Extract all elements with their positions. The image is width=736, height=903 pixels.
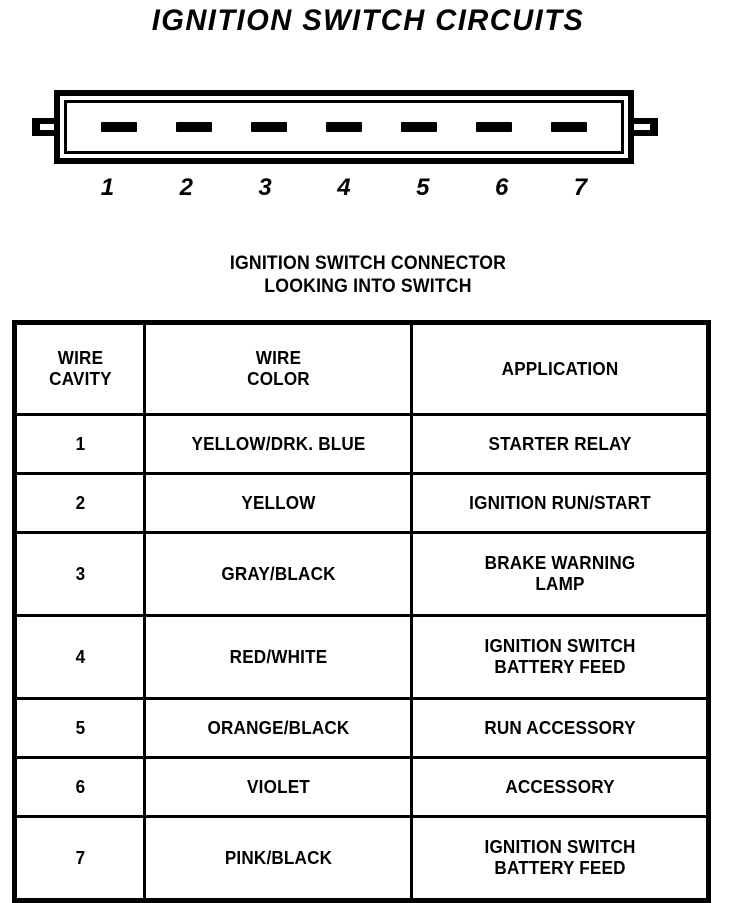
cell-application-line-1: IGNITION SWITCH [484,837,636,857]
page-title: IGNITION SWITCH CIRCUITS [151,4,585,37]
cell-wire-cavity: 7 [16,815,143,902]
cell-application-line-2: BATTERY FEED [493,657,626,677]
connector-tab-left-notch [40,124,58,130]
connector-tab-left [32,118,58,136]
header-wire-color-line-2: COLOR [246,369,310,389]
connector-pin-number: 5 [416,174,430,201]
cell-application-line-1: BRAKE WARNING [484,553,635,573]
connector-body-outer [54,90,634,164]
connector-pin-slot [175,122,212,132]
header-wire-color: WIRE COLOR [149,321,407,416]
connector-pin-number-row: 1 2 3 4 5 6 7 [54,174,634,202]
header-application: APPLICATION [417,321,703,416]
cell-application-line-1: IGNITION SWITCH [484,636,636,656]
connector-pin-number: 6 [494,174,509,201]
connector-pin-slot [325,122,362,132]
connector-pin-slot [476,122,513,132]
connector-pin-slot [551,122,588,132]
cell-wire-color: VIOLET [149,756,407,818]
cell-wire-color: YELLOW [149,472,407,534]
cell-wire-cavity: 4 [16,614,143,700]
cell-wire-color: PINK/BLACK [149,815,407,902]
cell-application-line-1: ACCESSORY [504,776,615,797]
ignition-switch-connector-diagram: 1 2 3 4 5 6 7 [0,86,736,216]
header-wire-color-line-1: WIRE [255,348,301,368]
connector-caption: IGNITION SWITCH CONNECTOR LOOKING INTO S… [26,252,710,298]
cell-application: STARTER RELAY [417,413,703,475]
cell-application-line-1: STARTER RELAY [487,433,632,454]
connector-pin-slot [250,122,287,132]
connector-caption-line-2: LOOKING INTO SWITCH [264,276,472,297]
header-wire-cavity-line-1: WIRE [57,348,103,368]
connector-pin-number: 7 [573,174,588,201]
connector-tab-right-notch [632,124,650,130]
cell-wire-cavity: 1 [16,413,143,475]
connector-caption-line-1: IGNITION SWITCH CONNECTOR [229,253,507,274]
cell-wire-color: GRAY/BLACK [149,531,407,617]
cell-application-line-2: BATTERY FEED [493,858,626,878]
connector-pin-number: 3 [258,174,272,201]
cell-application-line-2: LAMP [534,574,585,594]
connector-pin-row [67,103,621,151]
header-wire-cavity-line-2: CAVITY [48,369,112,389]
header-wire-cavity: WIRE CAVITY [16,321,143,416]
cell-application: IGNITION RUN/START [417,472,703,534]
cell-wire-color: YELLOW/DRK. BLUE [149,413,407,475]
connector-pin-number: 2 [179,174,193,201]
connector-pin-slot [100,122,137,132]
cell-application-line-1: IGNITION RUN/START [468,492,651,513]
cell-wire-cavity: 3 [16,531,143,617]
cell-wire-cavity: 6 [16,756,143,818]
connector-body-inner [64,100,624,154]
cell-wire-cavity: 5 [16,697,143,759]
cell-application: ACCESSORY [417,756,703,818]
cell-application-line-1: RUN ACCESSORY [483,717,636,738]
connector-pin-number: 4 [337,174,351,201]
cell-wire-color: ORANGE/BLACK [149,697,407,759]
connector-tab-right [632,118,658,136]
cell-wire-cavity: 2 [16,472,143,534]
connector-pin-slot [401,122,438,132]
cell-wire-color: RED/WHITE [149,614,407,700]
cell-application: RUN ACCESSORY [417,697,703,759]
connector-pin-number: 1 [100,174,115,201]
table-header-row: WIRE CAVITY WIRE COLOR APPLICATION [15,321,709,416]
